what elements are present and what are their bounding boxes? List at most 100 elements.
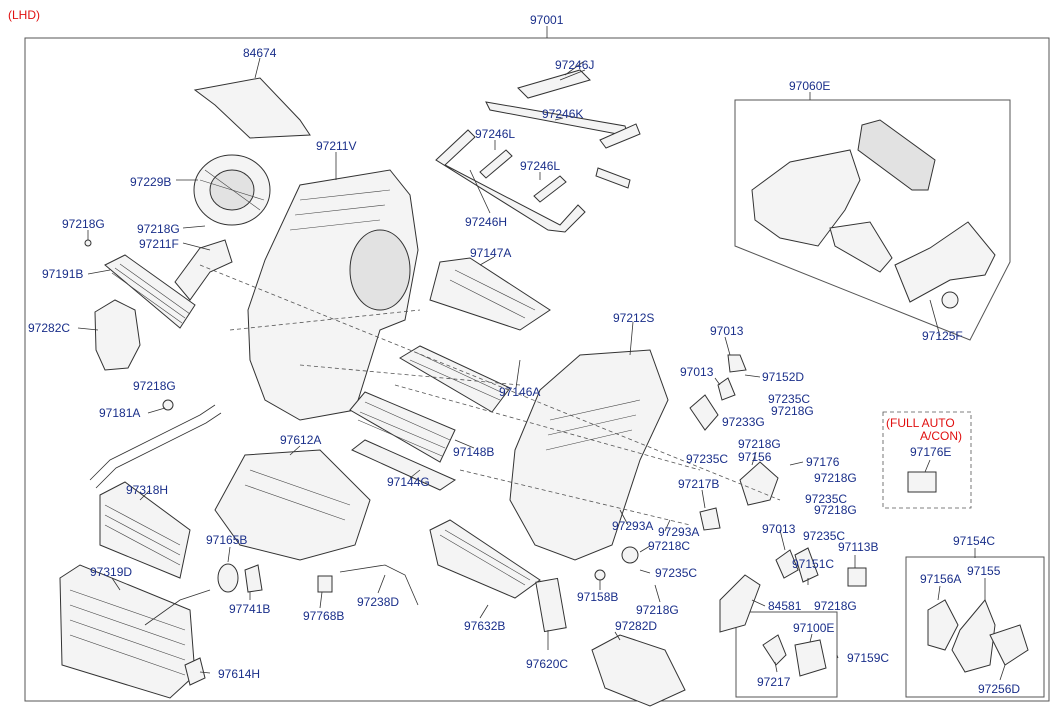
label-97282D: 97282D: [615, 619, 657, 633]
label-97218G-1: 97218G: [62, 217, 105, 231]
actuator-84581: [719, 574, 761, 633]
gear-97218C: [621, 546, 639, 564]
cover-84674: [193, 77, 311, 139]
label-97181A: 97181A: [99, 406, 140, 420]
label-97148B: 97148B: [453, 445, 494, 459]
label-97147A: 97147A: [470, 246, 511, 260]
label-97113B: 97113B: [838, 540, 878, 554]
full-auto-line1: (FULL AUTO: [886, 416, 955, 430]
lever-97156: [739, 461, 779, 506]
filter-97632B: [429, 519, 541, 599]
pipe-97768B: [317, 575, 333, 593]
pipe-97318H-1: [89, 404, 216, 481]
tray-97612A: [214, 449, 371, 561]
label-97013-2: 97013: [680, 365, 714, 379]
label-97154C: 97154C: [953, 534, 995, 548]
label-97176: 97176: [806, 455, 840, 469]
label-97293A-1: 97293A: [612, 519, 653, 533]
label-97246J: 97246J: [555, 58, 594, 72]
lever-97217: [762, 634, 787, 666]
label-97318H: 97318H: [126, 483, 168, 497]
leader-lines: [77, 61, 1006, 681]
label-97620C: 97620C: [526, 657, 568, 671]
label-97246H: 97246H: [465, 215, 507, 229]
label-97246K: 97246K: [542, 107, 583, 121]
full-auto-line2: A/CON): [920, 429, 962, 443]
label-97632B: 97632B: [464, 619, 505, 633]
duct-97282D: [591, 634, 686, 707]
parts-97154C: [927, 599, 1029, 673]
label-97156: 97156: [738, 450, 772, 464]
label-97100E: 97100E: [793, 621, 834, 635]
label-97235C-4: 97235C: [803, 529, 845, 543]
label-84674: 84674: [243, 46, 277, 60]
door-97148B: [349, 391, 456, 463]
label-97176E: 97176E: [910, 445, 951, 459]
bush-97158B: [594, 569, 606, 581]
label-97235C-2: 97235C: [686, 452, 728, 466]
label-97218G-9: 97218G: [636, 603, 679, 617]
label-97155: 97155: [967, 564, 1001, 578]
label-97235C-5: 97235C: [655, 566, 697, 580]
link-97233G: [689, 394, 719, 431]
label-97256D: 97256D: [978, 682, 1020, 696]
leader-84674: [254, 57, 261, 79]
label-97768B: 97768B: [303, 609, 344, 623]
label-97013-1: 97013: [710, 324, 744, 338]
label-97218G-7: 97218G: [814, 503, 857, 517]
label-97218C: 97218C: [648, 539, 690, 553]
label-97060E: 97060E: [789, 79, 830, 93]
bracket-97211F: [174, 239, 233, 301]
duct-97282C: [94, 299, 141, 371]
link-97151C: [794, 547, 819, 583]
label-97233G: 97233G: [722, 415, 765, 429]
lever-97217B: [699, 507, 721, 531]
link-97013-1: [727, 354, 747, 373]
full-auto-frame: [882, 411, 972, 509]
label-97282C: 97282C: [28, 321, 70, 335]
label-97235C-1: 97235C: [768, 392, 810, 406]
label-97001: 97001: [530, 13, 564, 27]
main-frame: [24, 37, 1050, 702]
label-97217: 97217: [757, 675, 791, 689]
label-97218G-8: 97218G: [814, 599, 857, 613]
label-97159C: 97159C: [847, 651, 889, 665]
label-97191B: 97191B: [42, 267, 83, 281]
link-97013-3: [775, 549, 799, 579]
housing-97211V: [247, 169, 419, 421]
link-97013-2: [717, 377, 736, 401]
sensor-97176E: [907, 471, 937, 493]
screw-97218G-1: [84, 239, 92, 247]
duct-97060E-parts: [751, 119, 996, 309]
filter-97191B: [104, 254, 196, 329]
label-97218G-3: 97218G: [771, 404, 814, 418]
door-97144G: [351, 439, 457, 491]
seal-97246J: [517, 69, 591, 99]
hose-97238D: [339, 564, 419, 606]
label-97293A-2: 97293A: [658, 525, 699, 539]
label-97217B: 97217B: [678, 477, 719, 491]
label-97218G-5: 97218G: [738, 437, 781, 451]
blower-97229B: [193, 154, 271, 226]
label-97218G-6: 97218G: [814, 471, 857, 485]
seal-97246H: [435, 129, 631, 233]
grommet-97165B: [217, 563, 239, 593]
label-97218G-4: 97218G: [133, 379, 176, 393]
label-97212S: 97212S: [613, 311, 654, 325]
label-97211F: 97211F: [139, 237, 179, 251]
label-97614H: 97614H: [218, 667, 260, 681]
label-97152D: 97152D: [762, 370, 804, 384]
label-97229B: 97229B: [130, 175, 171, 189]
subassembly-frame-97159C: [735, 611, 838, 698]
subassembly-frame-97060E: [734, 99, 1011, 341]
label-97218G-2: 97218G: [137, 222, 180, 236]
door-97147A: [429, 257, 551, 331]
label-97151C: 97151C: [792, 557, 834, 571]
label-97319D: 97319D: [90, 565, 132, 579]
pipe-97319D: [144, 589, 211, 626]
label-97246L-a: 97246L: [475, 127, 515, 141]
motor-97113B: [847, 567, 867, 587]
clip-97181A: [162, 399, 174, 411]
clip-97741B: [244, 564, 263, 593]
